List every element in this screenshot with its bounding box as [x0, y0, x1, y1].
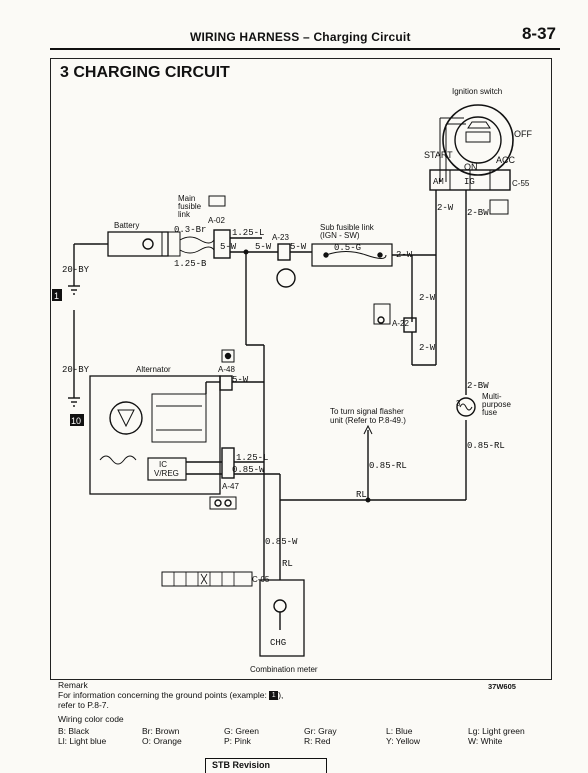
wire-2w-switch-label: 2-W	[437, 203, 454, 213]
legend-item: Lg: Light green	[468, 726, 525, 736]
header-title: WIRING HARNESS – Charging Circuit	[190, 30, 411, 44]
header-separator: –	[299, 30, 314, 44]
diagram-frame	[50, 58, 552, 680]
legend-item: Y: Yellow	[386, 736, 421, 746]
combination-meter-label: Combination meter	[250, 665, 318, 674]
start-position-label: START	[424, 150, 453, 160]
legend-title: Wiring color code	[58, 714, 124, 724]
main-fusible-label-3: link	[178, 210, 191, 219]
chg-label: CHG	[270, 638, 286, 648]
wire-125l-alt-label: 1.25-L	[236, 453, 268, 463]
wire-5w-a-label: 5-W	[220, 242, 237, 252]
ground-badge-10: 10	[71, 416, 81, 426]
multi-fuse-number: 3	[456, 399, 461, 408]
wire-20by-top-label: 20-BY	[62, 265, 90, 275]
wire-5w-c-label: 5-W	[290, 242, 307, 252]
remark-line-1-text: For information concerning the ground po…	[58, 690, 267, 700]
legend-item: Br: Brown	[142, 726, 180, 736]
c05-connector-label: C-05	[252, 575, 270, 584]
multi-fuse-label-3: fuse	[482, 408, 498, 417]
header-subtitle: Charging Circuit	[313, 30, 411, 44]
rl-bus-label: RL	[356, 490, 367, 500]
sub-fusible-label-2: (IGN - SW)	[320, 231, 360, 240]
alternator-label: Alternator	[136, 365, 171, 374]
legend-item: B: Black	[58, 726, 90, 736]
main-fusible-label-1: Main	[178, 194, 195, 203]
remark-block: Remark For information concerning the gr…	[58, 680, 538, 710]
a22-connector-label: A-22	[392, 319, 409, 328]
a02-connector-label: A-02	[208, 216, 225, 225]
ignition-switch-label: Ignition switch	[452, 87, 502, 96]
legend-item: Gr: Gray	[304, 726, 337, 736]
turn-signal-label-1: To turn signal flasher	[330, 407, 404, 416]
wire-085rl-mid-label: 0.85-RL	[369, 461, 407, 471]
header-title-main: WIRING HARNESS	[190, 30, 300, 44]
off-position-label: OFF	[514, 129, 532, 139]
wire-05g-label: 0.5-G	[334, 243, 361, 253]
legend-item: P: Pink	[224, 736, 251, 746]
acc-position-label: ACC	[496, 155, 516, 165]
remark-line-1: For information concerning the ground po…	[58, 690, 538, 701]
wire-2w-sub-label: 2-W	[396, 250, 413, 260]
page-header: WIRING HARNESS – Charging Circuit 8-37	[50, 24, 560, 50]
wire-2bw-fuse-label: 2-BW	[467, 381, 489, 391]
legend-item: O: Orange	[142, 736, 182, 746]
legend-item: R: Red	[304, 736, 331, 746]
remark-title: Remark	[58, 680, 88, 690]
a48-connector-label: A-48	[218, 365, 235, 374]
wire-5w-b-label: 5-W	[255, 242, 272, 252]
section-title: 3 CHARGING CIRCUIT	[60, 64, 230, 81]
wire-125b-label: 1.25-B	[174, 259, 207, 269]
figure-code: 37W605	[488, 682, 516, 691]
wire-2w-a22-label: 2-W	[419, 293, 436, 303]
a47-connector-label: A-47	[222, 482, 239, 491]
rl-meter-label: RL	[282, 559, 293, 569]
c55-connector-label: C-55	[512, 179, 530, 188]
remark-line-1-end: ),	[278, 690, 284, 700]
wire-20by-bottom-label: 20-BY	[62, 365, 90, 375]
sub-fusible-label-1: Sub fusible link	[320, 223, 375, 232]
turn-signal-label-2: unit (Refer to P.8-49.)	[330, 416, 406, 425]
wire-085w-alt-label: 0.85-W	[232, 465, 265, 475]
wire-2bw-switch-label: 2-BW	[467, 208, 489, 218]
multi-fuse-label-2: purpose	[482, 400, 511, 409]
ig-terminal-label: IG	[464, 177, 475, 187]
ic-label: IC	[159, 460, 167, 469]
footer-revision-label: STB Revision	[212, 760, 271, 770]
vreg-label: V/REG	[154, 469, 179, 478]
footer-revision-box: STB Revision	[205, 758, 327, 773]
ground-example-badge: 1	[269, 691, 279, 701]
wire-2w-a22b-label: 2-W	[419, 343, 436, 353]
page-number: 8-37	[521, 24, 556, 43]
legend-item: G: Green	[224, 726, 259, 736]
am-terminal-label: AM	[433, 177, 444, 187]
remark-line-2: refer to P.8-7.	[58, 700, 109, 711]
main-fusible-label-2: fusible	[178, 202, 202, 211]
legend-item: L: Blue	[386, 726, 413, 736]
battery-label: Battery	[114, 221, 139, 230]
wire-125l-top-label: 1.25-L	[232, 228, 264, 238]
wire-5w-alt-label: 5-W	[232, 375, 249, 385]
legend-item: Ll: Light blue	[58, 736, 107, 746]
a23-connector-label: A-23	[272, 233, 289, 242]
legend-item: W: White	[468, 736, 503, 746]
ground-badge-1: 1	[54, 291, 59, 301]
on-position-label: ON	[464, 162, 478, 172]
wire-085w-meter-label: 0.85-W	[265, 537, 298, 547]
multi-fuse-label-1: Multi-	[482, 392, 502, 401]
wire-085rl-right-label: 0.85-RL	[467, 441, 505, 451]
wire-03br-label: 0.3-Br	[174, 225, 206, 235]
